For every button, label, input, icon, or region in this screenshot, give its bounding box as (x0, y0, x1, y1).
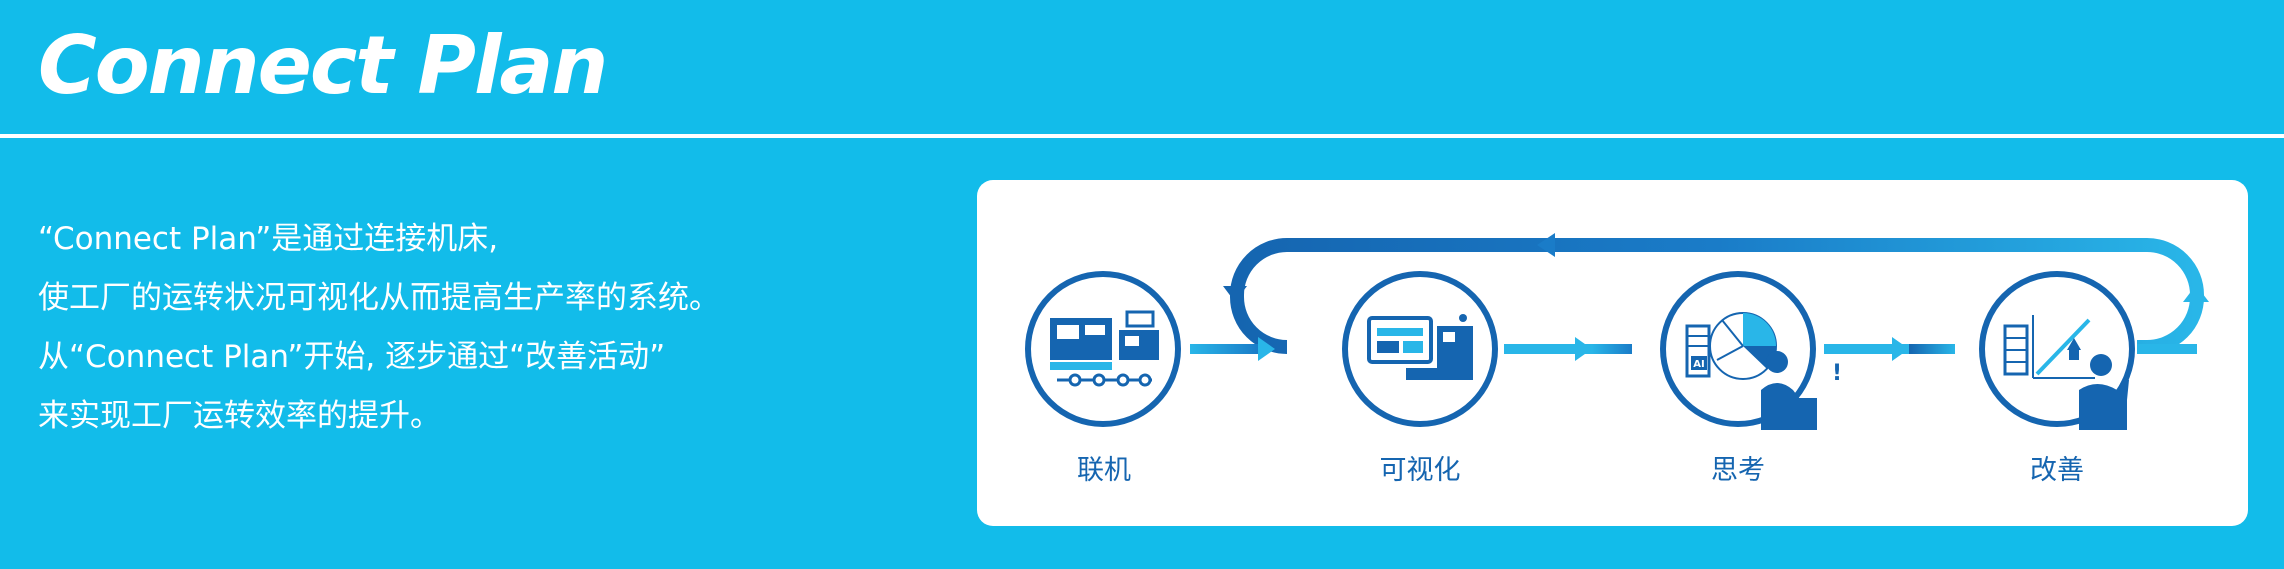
process-diagram-panel: AI ! 联机 可视化 思考 改善 (977, 180, 2248, 526)
step-label-think: 思考 (1711, 455, 1765, 486)
description-line: “Connect Plan”是通过连接机床, (38, 221, 499, 257)
header-divider (0, 134, 2284, 138)
forward-arrow-1 (1190, 337, 1275, 361)
description-line: 来实现工厂运转效率的提升。 (38, 398, 441, 434)
step-label-connect: 联机 (1077, 455, 1131, 486)
return-loop-arrow (1223, 233, 2209, 354)
process-diagram: AI ! (1025, 233, 2209, 430)
exclamation-mark: ! (1832, 361, 1842, 386)
forward-arrow-4 (2137, 344, 2197, 354)
machine-network-icon (1025, 271, 1181, 427)
step-label-improve: 改善 (2030, 455, 2084, 486)
description-line: 使工厂的运转状况可视化从而提高生产率的系统。 (38, 280, 720, 316)
monitor-machine-icon (1342, 271, 1498, 427)
description-line: 从“Connect Plan”开始, 逐步通过“改善活动” (38, 339, 666, 375)
ai-badge: AI (1693, 359, 1704, 370)
improvement-chart-icon (1979, 271, 2135, 430)
ai-analysis-icon: AI ! (1660, 271, 1842, 430)
description: “Connect Plan”是通过连接机床, 使工厂的运转状况可视化从而提高生产… (38, 210, 938, 446)
forward-arrow-2 (1504, 337, 1632, 361)
page-title: Connect Plan (38, 19, 608, 112)
step-label-visualize: 可视化 (1379, 455, 1461, 486)
forward-arrow-3 (1824, 337, 1955, 361)
